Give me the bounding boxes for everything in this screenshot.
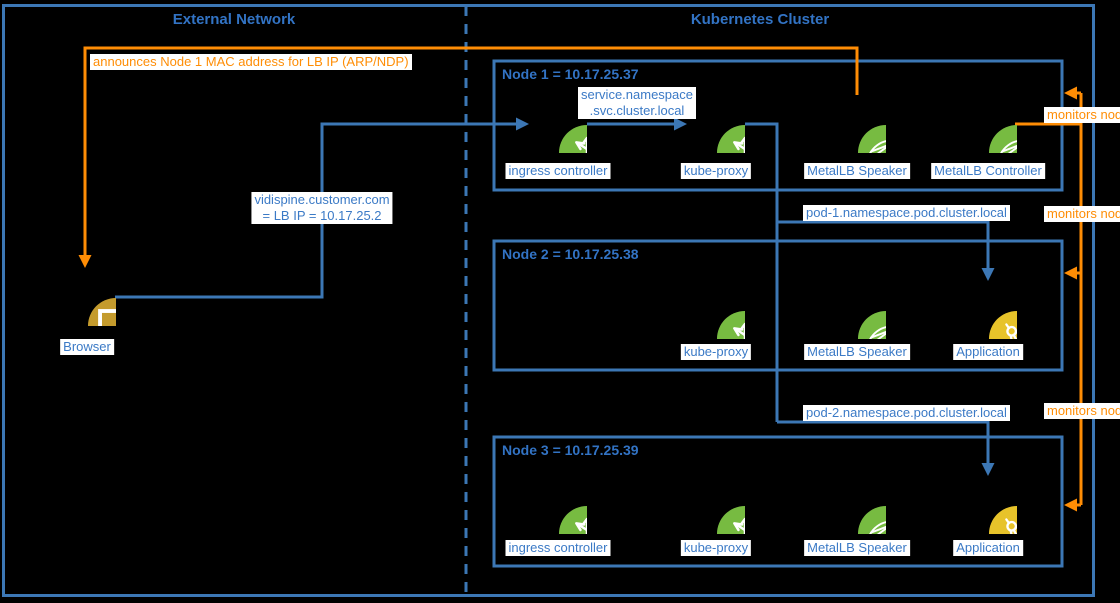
application-compass-icon [959, 281, 1017, 339]
node-1-title: Node 1 = 10.17.25.37 [502, 66, 639, 82]
label-kube-proxy: kube-proxy [680, 540, 752, 556]
external-network-title: External Network [172, 11, 296, 28]
node-3-box [492, 435, 1064, 568]
service-dns-label: service.namespace .svc.cluster.local [578, 87, 696, 119]
kubernetes-cluster-title: Kubernetes Cluster [690, 11, 830, 28]
load-balancer-icon [687, 281, 745, 339]
monitors-node-label-2: monitors node [1044, 206, 1120, 222]
blue-arrowheads [516, 117, 995, 476]
label-ingress-controller: ingress controller [505, 163, 611, 179]
service-dns-line1: service.namespace [581, 87, 693, 102]
monitors-node-label-1: monitors node [1044, 107, 1120, 123]
label-application: Application [953, 344, 1023, 360]
metallb-icon [828, 95, 886, 153]
label-application: Application [953, 540, 1023, 556]
label-metallb-speaker: MetalLB Speaker [804, 540, 910, 556]
browser-icon [58, 268, 116, 326]
announce-edge-label: announces Node 1 MAC address for LB IP (… [90, 54, 412, 70]
label-kube-proxy: kube-proxy [680, 344, 752, 360]
monitors-node-label-3: monitors node [1044, 403, 1120, 419]
label-kube-proxy: kube-proxy [680, 163, 752, 179]
lb-ip-dns-label: vidispine.customer.com = LB IP = 10.17.2… [251, 192, 393, 224]
label-ingress-controller: ingress controller [505, 540, 611, 556]
lb-ip-dns-line2: = LB IP = 10.17.25.2 [262, 208, 382, 223]
load-balancer-icon [687, 476, 745, 534]
orange-arrowheads [78, 86, 1077, 512]
pod1-dns-label: pod-1.namespace.pod.cluster.local [803, 205, 1010, 221]
metallb-icon [828, 281, 886, 339]
application-compass-icon [959, 476, 1017, 534]
metallb-icon [959, 95, 1017, 153]
pod2-dns-label: pod-2.namespace.pod.cluster.local [803, 405, 1010, 421]
label-metallb-speaker: MetalLB Speaker [804, 344, 910, 360]
label-metallb-speaker: MetalLB Speaker [804, 163, 910, 179]
service-dns-line2: .svc.cluster.local [589, 103, 685, 118]
lb-ip-dns-line1: vidispine.customer.com [254, 192, 390, 207]
load-balancer-icon [529, 476, 587, 534]
label-metallb-controller: MetalLB Controller [931, 163, 1045, 179]
node-3-title: Node 3 = 10.17.25.39 [502, 442, 639, 458]
metallb-icon [828, 476, 886, 534]
browser-label: Browser [60, 339, 114, 355]
diagram-outer-border [2, 4, 1095, 597]
node-2-title: Node 2 = 10.17.25.38 [502, 246, 639, 262]
